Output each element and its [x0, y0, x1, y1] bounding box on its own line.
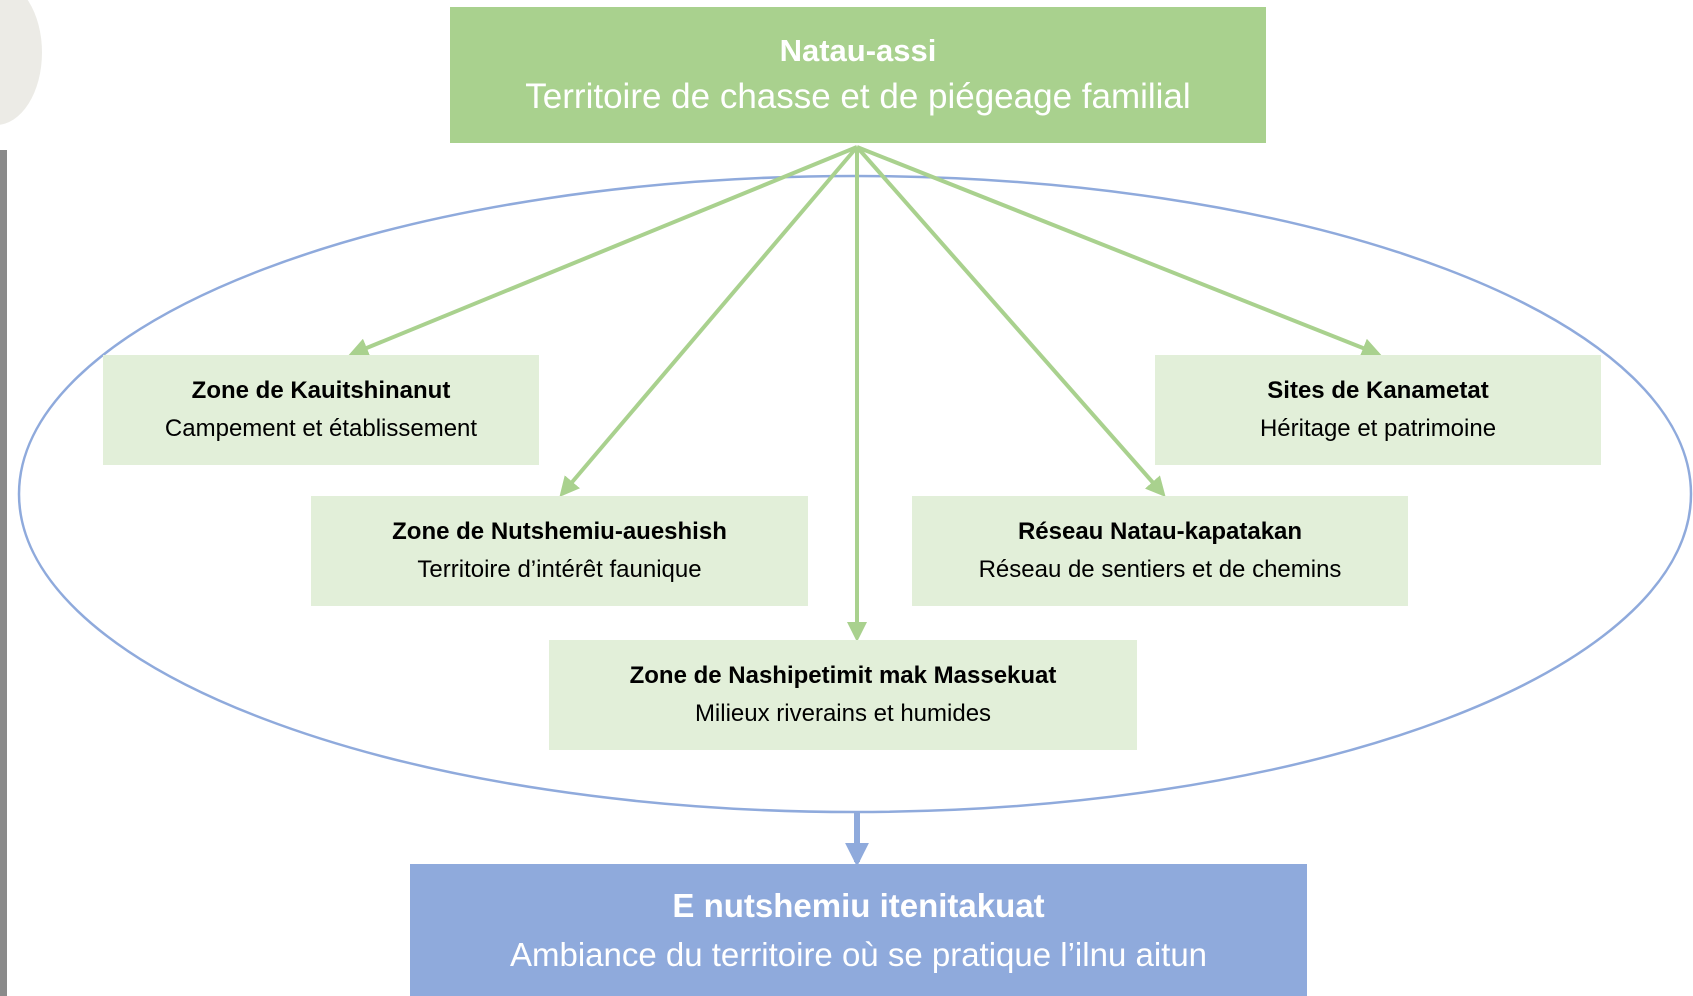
- sites-kanametat-box: Sites de Kanametat Héritage et patrimoin…: [1155, 355, 1601, 465]
- reseau-natau-kapatakan-subtitle: Réseau de sentiers et de chemins: [978, 556, 1342, 583]
- sites-kanametat-subtitle: Héritage et patrimoine: [1259, 415, 1497, 442]
- zone-nashipetimit-subtitle: Milieux riverains et humides: [694, 700, 992, 727]
- arrow-to-nutshemiu: [559, 145, 859, 498]
- arrow-to-kanametat: [856, 145, 1382, 358]
- ambiance-box: E nutshemiu itenitakuat Ambiance du terr…: [410, 864, 1307, 996]
- zone-nutshemiu-box: Zone de Nutshemiu-aueshish Territoire d’…: [311, 496, 808, 606]
- zone-nutshemiu-title: Zone de Nutshemiu-aueshish: [392, 518, 727, 545]
- decorative-side-bar: [0, 150, 7, 996]
- reseau-natau-kapatakan-box: Réseau Natau-kapatakan Réseau de sentier…: [912, 496, 1408, 606]
- natau-assi-title: Natau-assi: [779, 32, 937, 68]
- zone-nashipetimit-box: Zone de Nashipetimit mak Massekuat Milie…: [549, 640, 1137, 750]
- arrow-to-natau-kapatakan: [855, 145, 1166, 498]
- reseau-natau-kapatakan-title: Réseau Natau-kapatakan: [1017, 518, 1303, 545]
- ambiance-subtitle: Ambiance du territoire où se pratique l’…: [509, 936, 1208, 973]
- natau-assi-subtitle: Territoire de chasse et de piégeage fami…: [525, 76, 1191, 116]
- zone-kauitshinanut-subtitle: Campement et établissement: [164, 415, 478, 442]
- zone-nashipetimit-title: Zone de Nashipetimit mak Massekuat: [629, 662, 1057, 689]
- zone-kauitshinanut-box: Zone de Kauitshinanut Campement et établ…: [103, 355, 539, 465]
- arrow-to-kauitshinanut: [348, 145, 858, 358]
- natau-assi-box: Natau-assi Territoire de chasse et de pi…: [450, 7, 1266, 143]
- sites-kanametat-title: Sites de Kanametat: [1267, 377, 1489, 404]
- zone-kauitshinanut-title: Zone de Kauitshinanut: [191, 377, 451, 404]
- ambiance-title: E nutshemiu itenitakuat: [672, 886, 1045, 924]
- zone-nutshemiu-subtitle: Territoire d’intérêt faunique: [417, 556, 702, 583]
